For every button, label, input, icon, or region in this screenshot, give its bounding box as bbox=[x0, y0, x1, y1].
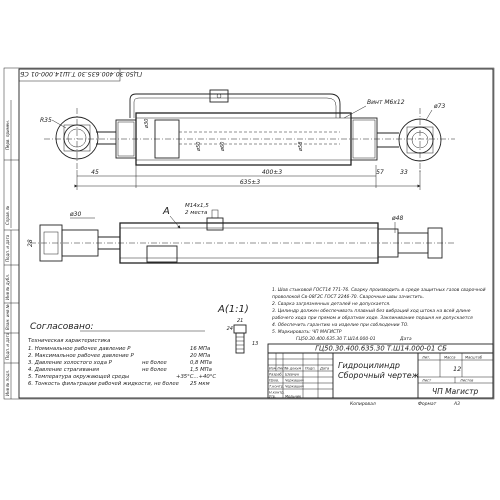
dim-21: 21 bbox=[237, 318, 243, 324]
cylinder-plan: А bbox=[30, 206, 455, 264]
stamp-podp-data-1: Подп. и дата bbox=[5, 332, 10, 360]
side-stamp: Инв № подл. Подп. и дата Взам. инв № Инв… bbox=[4, 100, 19, 399]
person-1: Шевчук bbox=[285, 373, 300, 377]
note-5c: Дата bbox=[399, 336, 412, 342]
spec-row-2-label: 2. Максимальное рабочее давление Р bbox=[28, 353, 134, 359]
note-1: 1. Шов стыковой ГОСТ14 771-76. Сварку пр… bbox=[272, 287, 486, 293]
col-data: Дата bbox=[319, 367, 329, 371]
dim-45: 45 bbox=[91, 169, 99, 176]
spec-row-2-value: 20 МПа bbox=[190, 353, 210, 359]
col-podp: Подп. bbox=[305, 367, 316, 371]
plan-dimensions: М14х1,5 2 места ø30 28 ø48 bbox=[27, 203, 403, 247]
view-a: А(1:1) 21 24 13 bbox=[217, 304, 258, 354]
scale-label: Масштаб bbox=[465, 356, 483, 360]
spec-block: Техническая характеристика 1. Номинально… bbox=[28, 338, 216, 387]
sheet-frame bbox=[18, 68, 494, 399]
title-name-2: Сборочный чертеж bbox=[338, 371, 420, 380]
stamp-sprav: Справ. № bbox=[5, 206, 10, 225]
stamp-inv-podl: Инв № подл. bbox=[5, 370, 10, 396]
mass-label: Масса bbox=[444, 356, 455, 360]
dim-24: 24 bbox=[227, 326, 233, 332]
format-value: А3 bbox=[453, 401, 460, 407]
agreed-label: Согласовано: bbox=[30, 322, 93, 332]
rotated-code-box: ГЦ50.30.400.635.30 Т.Ш14.000-01 СБ bbox=[18, 68, 142, 82]
dim-28: 28 bbox=[27, 239, 34, 247]
note-5b: ГЦ50.30.400.635.30 Т.Ш14.000-01 bbox=[296, 336, 376, 342]
note-2: 2. Сварка загрязненных деталей не допуск… bbox=[272, 301, 391, 307]
format-label: Формат bbox=[418, 401, 437, 407]
col-list: Лист bbox=[276, 367, 287, 371]
dim-400: 400±3 bbox=[262, 169, 282, 176]
dim-57: 57 bbox=[376, 169, 384, 176]
section-a-label: А bbox=[162, 206, 170, 217]
note-3b: рабочего хода при прямом и обратном ходе… bbox=[271, 315, 473, 321]
dim-d30b: ø30 bbox=[69, 211, 81, 218]
dim-port: М14х1,5 bbox=[185, 203, 209, 209]
sheets-label: Листов bbox=[459, 379, 473, 383]
dim-places: 2 места bbox=[185, 210, 208, 216]
spec-row-6-label: 6. Тонкость фильтрации рабочей жидкости,… bbox=[28, 381, 180, 387]
person-5: Мельник bbox=[285, 395, 302, 399]
dim-d50: ø50 bbox=[196, 142, 202, 152]
dim-d60: ø60 bbox=[220, 142, 226, 152]
dim-635: 635±3 bbox=[240, 179, 260, 186]
sheet-label: Лист bbox=[421, 379, 432, 383]
note-1b: проволокой Св-08Г2С ГОСТ 2246-70. Свароч… bbox=[272, 294, 424, 300]
spec-row-6-value: 25 мкм bbox=[190, 381, 210, 387]
person-2: Черкашин bbox=[285, 379, 305, 383]
spec-row-4-note: не более bbox=[142, 367, 168, 373]
title-code: ГЦ50.30.400.635.30 Т.Ш14.000-01 СБ bbox=[315, 345, 447, 353]
border-outer bbox=[3, 67, 495, 400]
dim-33: 33 bbox=[400, 169, 408, 176]
note-4: 4. Обеспечить гарантию на изделие при со… bbox=[272, 322, 409, 328]
dim-d73: ø73 bbox=[433, 103, 445, 110]
copied-label: Копировал bbox=[350, 401, 376, 407]
person-3: Черкашин bbox=[285, 385, 305, 389]
note-3: 3. Цилиндр должен обеспечивать плавный б… bbox=[272, 308, 471, 314]
lit-label: Лит. bbox=[421, 356, 430, 360]
note-5: 5. Маркировать: ЧП МАГИСТР bbox=[272, 329, 342, 335]
row-prov: Пров. bbox=[269, 379, 279, 383]
spec-row-1-value: 16 МПа bbox=[190, 346, 210, 352]
hydraulic-pipe bbox=[129, 93, 341, 118]
company-name: ЧП Магистр bbox=[432, 387, 479, 396]
top-dimensions: 635±3 400±3 45 57 33 R35 ø73 Винт М6х12 … bbox=[40, 99, 445, 190]
stamp-inv-dubl: Инв № дубл. bbox=[5, 274, 10, 300]
spec-row-1-label: 1. Номинальное рабочее давление Р bbox=[28, 346, 131, 352]
dim-d48: ø48 bbox=[391, 215, 403, 222]
col-doc: № докум bbox=[284, 367, 301, 371]
row-razrab: Разраб. bbox=[269, 373, 283, 377]
dim-thread: Винт М6х12 bbox=[367, 99, 405, 106]
dim-d30: ø30 bbox=[144, 119, 150, 129]
view-a-label: А(1:1) bbox=[217, 304, 249, 315]
dim-r35: R35 bbox=[40, 117, 52, 124]
rotated-doc-code: ГЦ50.30.400.635.30 Т.Ш14.000-01 СБ bbox=[20, 70, 142, 77]
mass-value: 12 bbox=[453, 365, 461, 373]
row-nkontr: Н.контр. bbox=[269, 391, 285, 395]
spec-row-3-label: 3. Давление холостого хода Р bbox=[28, 360, 113, 366]
row-utv: Утв. bbox=[269, 395, 276, 399]
cylinder-elevation bbox=[44, 89, 455, 172]
spec-row-4-value: 1,5 МПа bbox=[190, 367, 212, 373]
spec-row-3-note: не более bbox=[142, 360, 168, 366]
spec-row-5-label: 5. Температура окружающей среды bbox=[28, 374, 129, 380]
spec-row-4-label: 4. Давление страгивания bbox=[28, 367, 100, 373]
stamp-perv-prim: Перв. примен. bbox=[5, 120, 10, 150]
dim-13: 13 bbox=[252, 341, 258, 347]
spec-heading: Техническая характеристика bbox=[28, 338, 110, 344]
dim-d58: ø58 bbox=[298, 142, 304, 152]
spec-row-5-value: +35°С...+40°С bbox=[176, 374, 216, 380]
col-izm: Изм bbox=[269, 367, 276, 371]
stamp-podp-data-2: Подп. и дата bbox=[5, 234, 10, 262]
stamp-vzam-inv: Взам. инв № bbox=[5, 304, 10, 330]
spec-row-3-value: 0,8 МПа bbox=[190, 360, 212, 366]
title-block: ГЦ50.30.400.635.30 Т.Ш14.000-01 СБ Изм Л… bbox=[267, 343, 494, 399]
row-tkontr: Т.контр. bbox=[269, 385, 284, 389]
notes-block: 1. Шов стыковой ГОСТ14 771-76. Сварку пр… bbox=[271, 287, 486, 342]
title-name-1: Гидроцилиндр bbox=[338, 361, 400, 370]
